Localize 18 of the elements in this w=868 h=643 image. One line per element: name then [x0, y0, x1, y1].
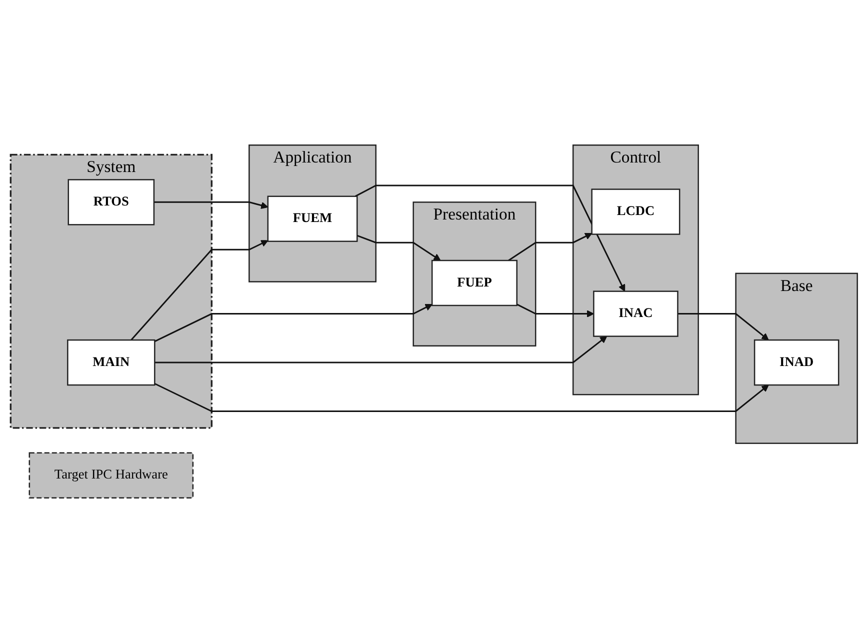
- node-box: FUEP: [431, 260, 518, 306]
- node-box: INAD: [754, 339, 840, 386]
- arrow: [130, 240, 268, 341]
- node-box: FUEM: [267, 196, 358, 242]
- node-box: RTOS: [68, 179, 155, 226]
- node-box: Target IPC Hardware: [28, 452, 194, 498]
- node-box: MAIN: [67, 339, 156, 386]
- arrow: [354, 184, 626, 292]
- arrow: [154, 382, 769, 412]
- arrow: [516, 304, 594, 318]
- arrow: [154, 336, 608, 364]
- node-box: LCDC: [591, 188, 680, 235]
- arrow: [678, 313, 769, 340]
- node-box: INAC: [593, 290, 678, 337]
- arrow: [508, 232, 592, 262]
- arrow: [154, 201, 268, 209]
- arrow: [356, 234, 441, 261]
- arrow: [154, 304, 432, 342]
